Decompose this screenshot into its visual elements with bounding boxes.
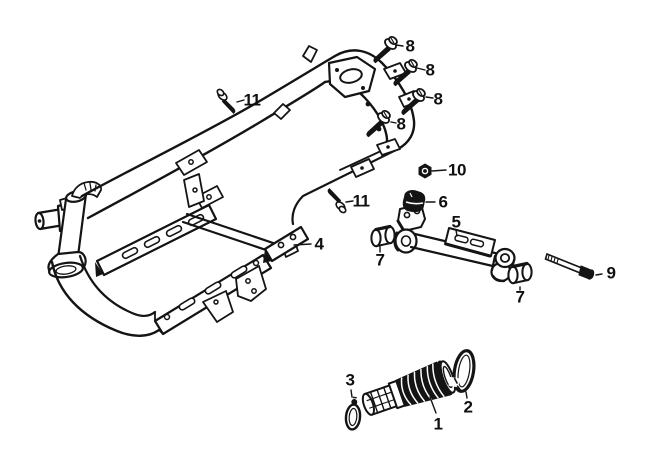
- callout-5: 5: [451, 212, 461, 232]
- steering-head-icon: [34, 180, 102, 279]
- engine-hanger-link-icon: [393, 203, 516, 283]
- callout-8d: 8: [396, 114, 406, 134]
- rubber-stopper-icon: [402, 190, 426, 213]
- frame-body-drawing: [34, 45, 420, 337]
- callout-4: 4: [314, 234, 324, 254]
- bushing-icon: [507, 261, 533, 285]
- bushing-icon: [370, 224, 396, 248]
- callout-1: 1: [433, 414, 443, 434]
- callout-10: 10: [448, 160, 466, 180]
- clip-ring-icon: [344, 396, 362, 431]
- mid-brackets: [175, 103, 291, 209]
- callout-11a: 11: [243, 90, 261, 110]
- callout-8a: 8: [405, 36, 415, 56]
- callout-11b: 11: [352, 191, 370, 211]
- callout-8b: 8: [425, 60, 435, 80]
- mount-bracket-icon: [263, 225, 310, 263]
- hanger-bolt-icon: [544, 252, 595, 280]
- rear-frame: [291, 45, 420, 226]
- callout-7b: 7: [515, 287, 525, 307]
- callout-2: 2: [463, 397, 473, 417]
- callout-6: 6: [438, 192, 448, 212]
- nut-icon: [418, 163, 432, 179]
- snap-ring-icon: [448, 349, 476, 393]
- down-tube: [50, 254, 164, 337]
- callout-9: 9: [606, 263, 616, 283]
- leader-lines: [236, 44, 603, 414]
- backbone-tubes: [80, 54, 337, 220]
- callout-3: 3: [345, 370, 355, 390]
- callout-7a: 7: [375, 250, 385, 270]
- callout-8c: 8: [433, 89, 443, 109]
